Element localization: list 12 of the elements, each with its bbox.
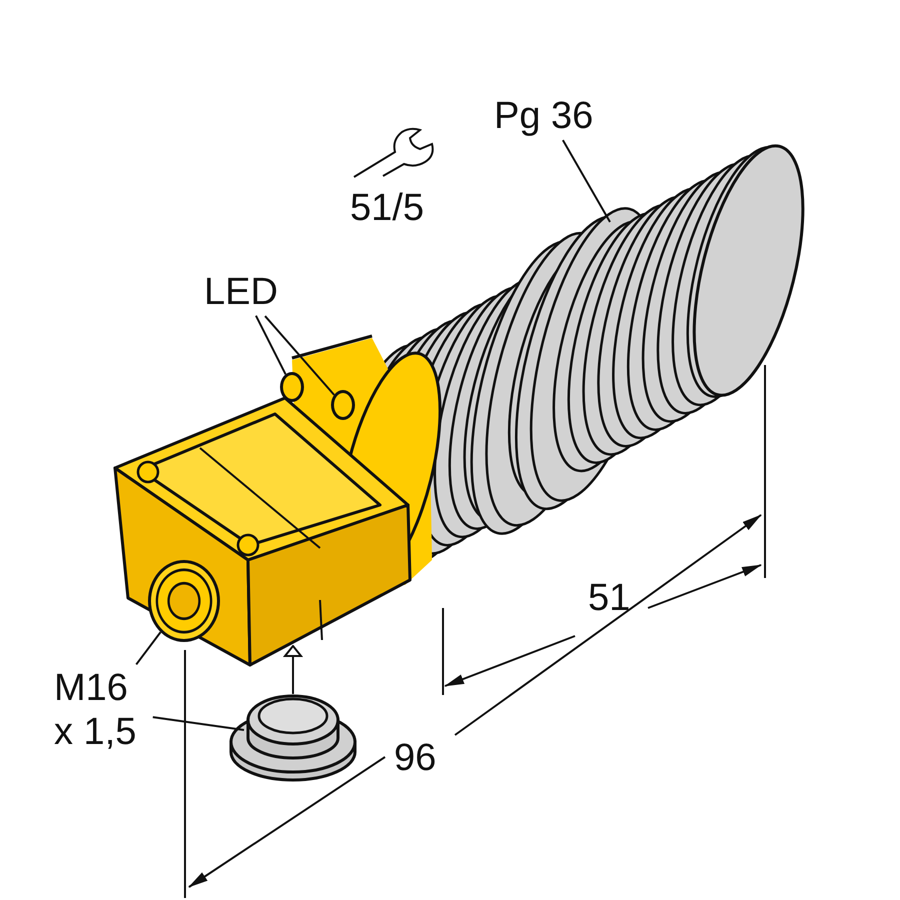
leader-line (255, 315, 286, 375)
leader-line (562, 140, 611, 222)
leader-line (135, 632, 162, 666)
leader-line (264, 315, 335, 396)
leader-line (152, 716, 244, 731)
dimension-value: 51 (588, 576, 630, 620)
callout-label: LED (204, 270, 284, 314)
wrench-size-label: 51/5 (350, 186, 424, 230)
callout-label: Pg 36 (494, 94, 604, 138)
callout-label: M16 x 1,5 (54, 666, 150, 754)
dimension-value: 96 (394, 736, 436, 780)
arrow (284, 645, 302, 694)
